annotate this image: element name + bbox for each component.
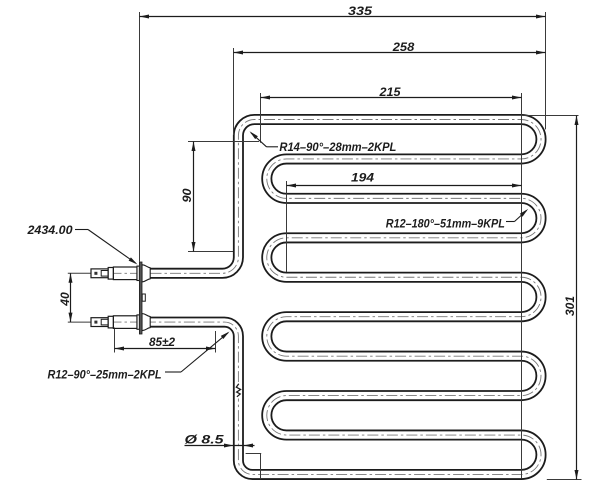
svg-text:301: 301 [563, 296, 577, 316]
svg-text:Ø 8.5: Ø 8.5 [185, 433, 225, 447]
svg-text:R12–90°–25mm–2KPL: R12–90°–25mm–2KPL [48, 367, 162, 381]
svg-text:215: 215 [378, 85, 401, 99]
svg-text:2434.00: 2434.00 [26, 223, 72, 237]
svg-text:40: 40 [58, 292, 72, 307]
svg-text:335: 335 [348, 4, 373, 18]
svg-text:R12–180°–51mm–9KPL: R12–180°–51mm–9KPL [386, 216, 505, 230]
svg-text:90: 90 [180, 188, 194, 202]
svg-text:R14–90°–28mm–2KPL: R14–90°–28mm–2KPL [279, 140, 396, 154]
svg-text:194: 194 [351, 171, 374, 185]
svg-text:258: 258 [392, 40, 415, 54]
svg-text:85±2: 85±2 [149, 335, 175, 349]
